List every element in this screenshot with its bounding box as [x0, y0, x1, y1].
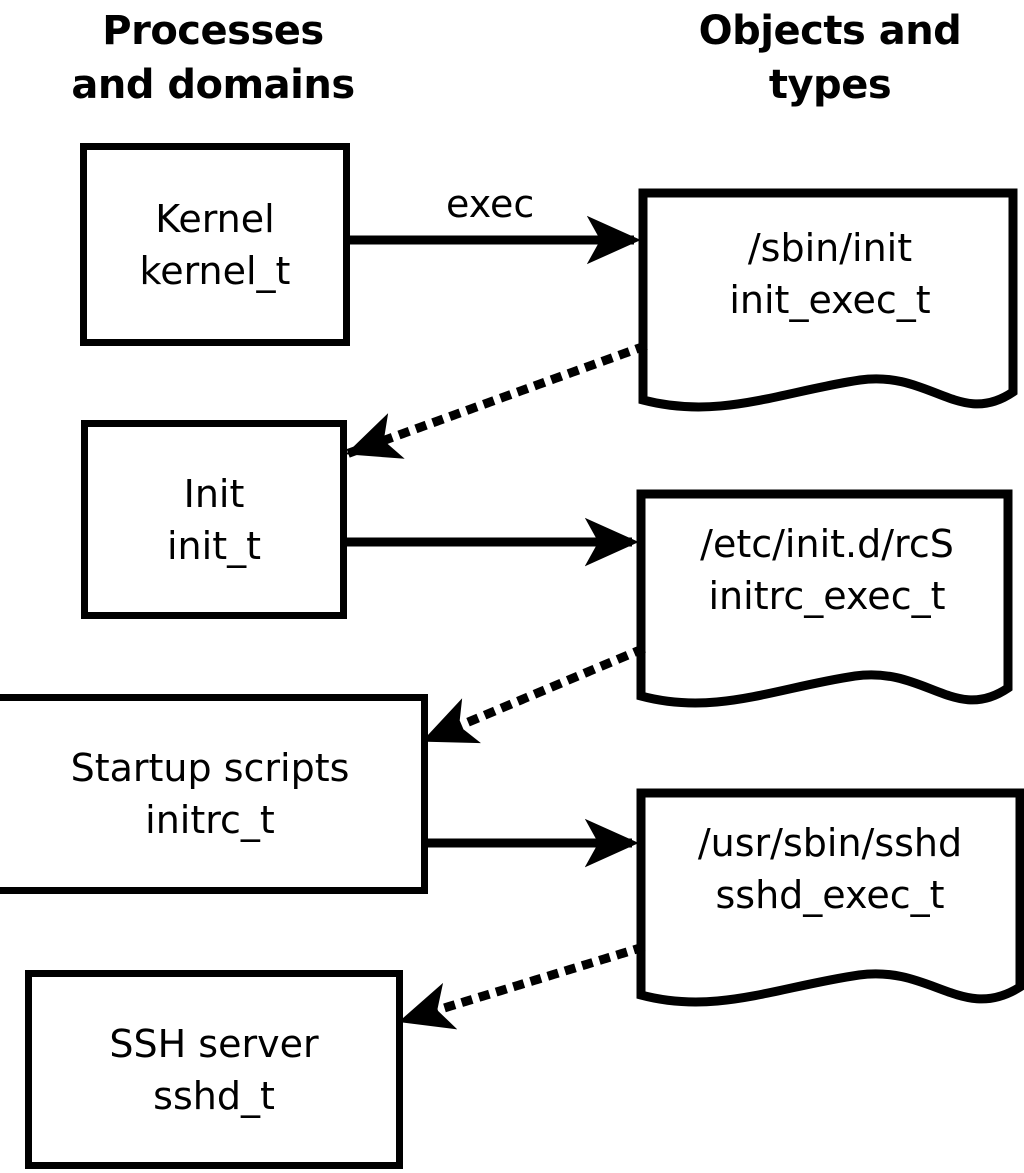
- column-title-processes: Processes and domains: [71, 8, 355, 108]
- process-box-ssh-server[interactable]: SSH server sshd_t: [25, 970, 403, 1169]
- process-box-init-label: Init init_t: [167, 471, 261, 568]
- process-box-init[interactable]: Init init_t: [81, 420, 347, 619]
- object-doc-init-exec[interactable]: [630, 180, 1024, 430]
- edge-initrc-exec-to-initrc: [421, 644, 646, 745]
- document-outline: [636, 788, 1024, 1007]
- object-doc-sshd-exec[interactable]: [628, 782, 1024, 1027]
- object-doc-sshd-exec-label: /usr/sbin/sshd sshd_exec_t: [697, 821, 963, 917]
- edge-label-exec: exec: [446, 182, 535, 226]
- column-title-objects: Objects and types: [698, 8, 962, 108]
- process-box-startup-scripts-label: Startup scripts initrc_t: [70, 746, 350, 842]
- edge-init-exec-to-init: [345, 341, 648, 459]
- process-box-kernel-label: Kernel kernel_t: [139, 196, 291, 293]
- edge-sshd-exec-to-sshd: [398, 942, 646, 1030]
- process-box-ssh-server-label: SSH server sshd_t: [109, 1021, 319, 1118]
- document-outline: [638, 188, 1018, 412]
- object-doc-initrc-exec-label: /etc/init.d/rcS initrc_exec_t: [700, 522, 954, 618]
- object-doc-initrc-exec[interactable]: [628, 483, 1024, 728]
- document-outline: [636, 489, 1013, 708]
- process-box-kernel[interactable]: Kernel kernel_t: [80, 143, 350, 346]
- object-doc-init-exec-label: /sbin/init init_exec_t: [729, 226, 931, 322]
- process-box-startup-scripts[interactable]: Startup scripts initrc_t: [0, 694, 428, 894]
